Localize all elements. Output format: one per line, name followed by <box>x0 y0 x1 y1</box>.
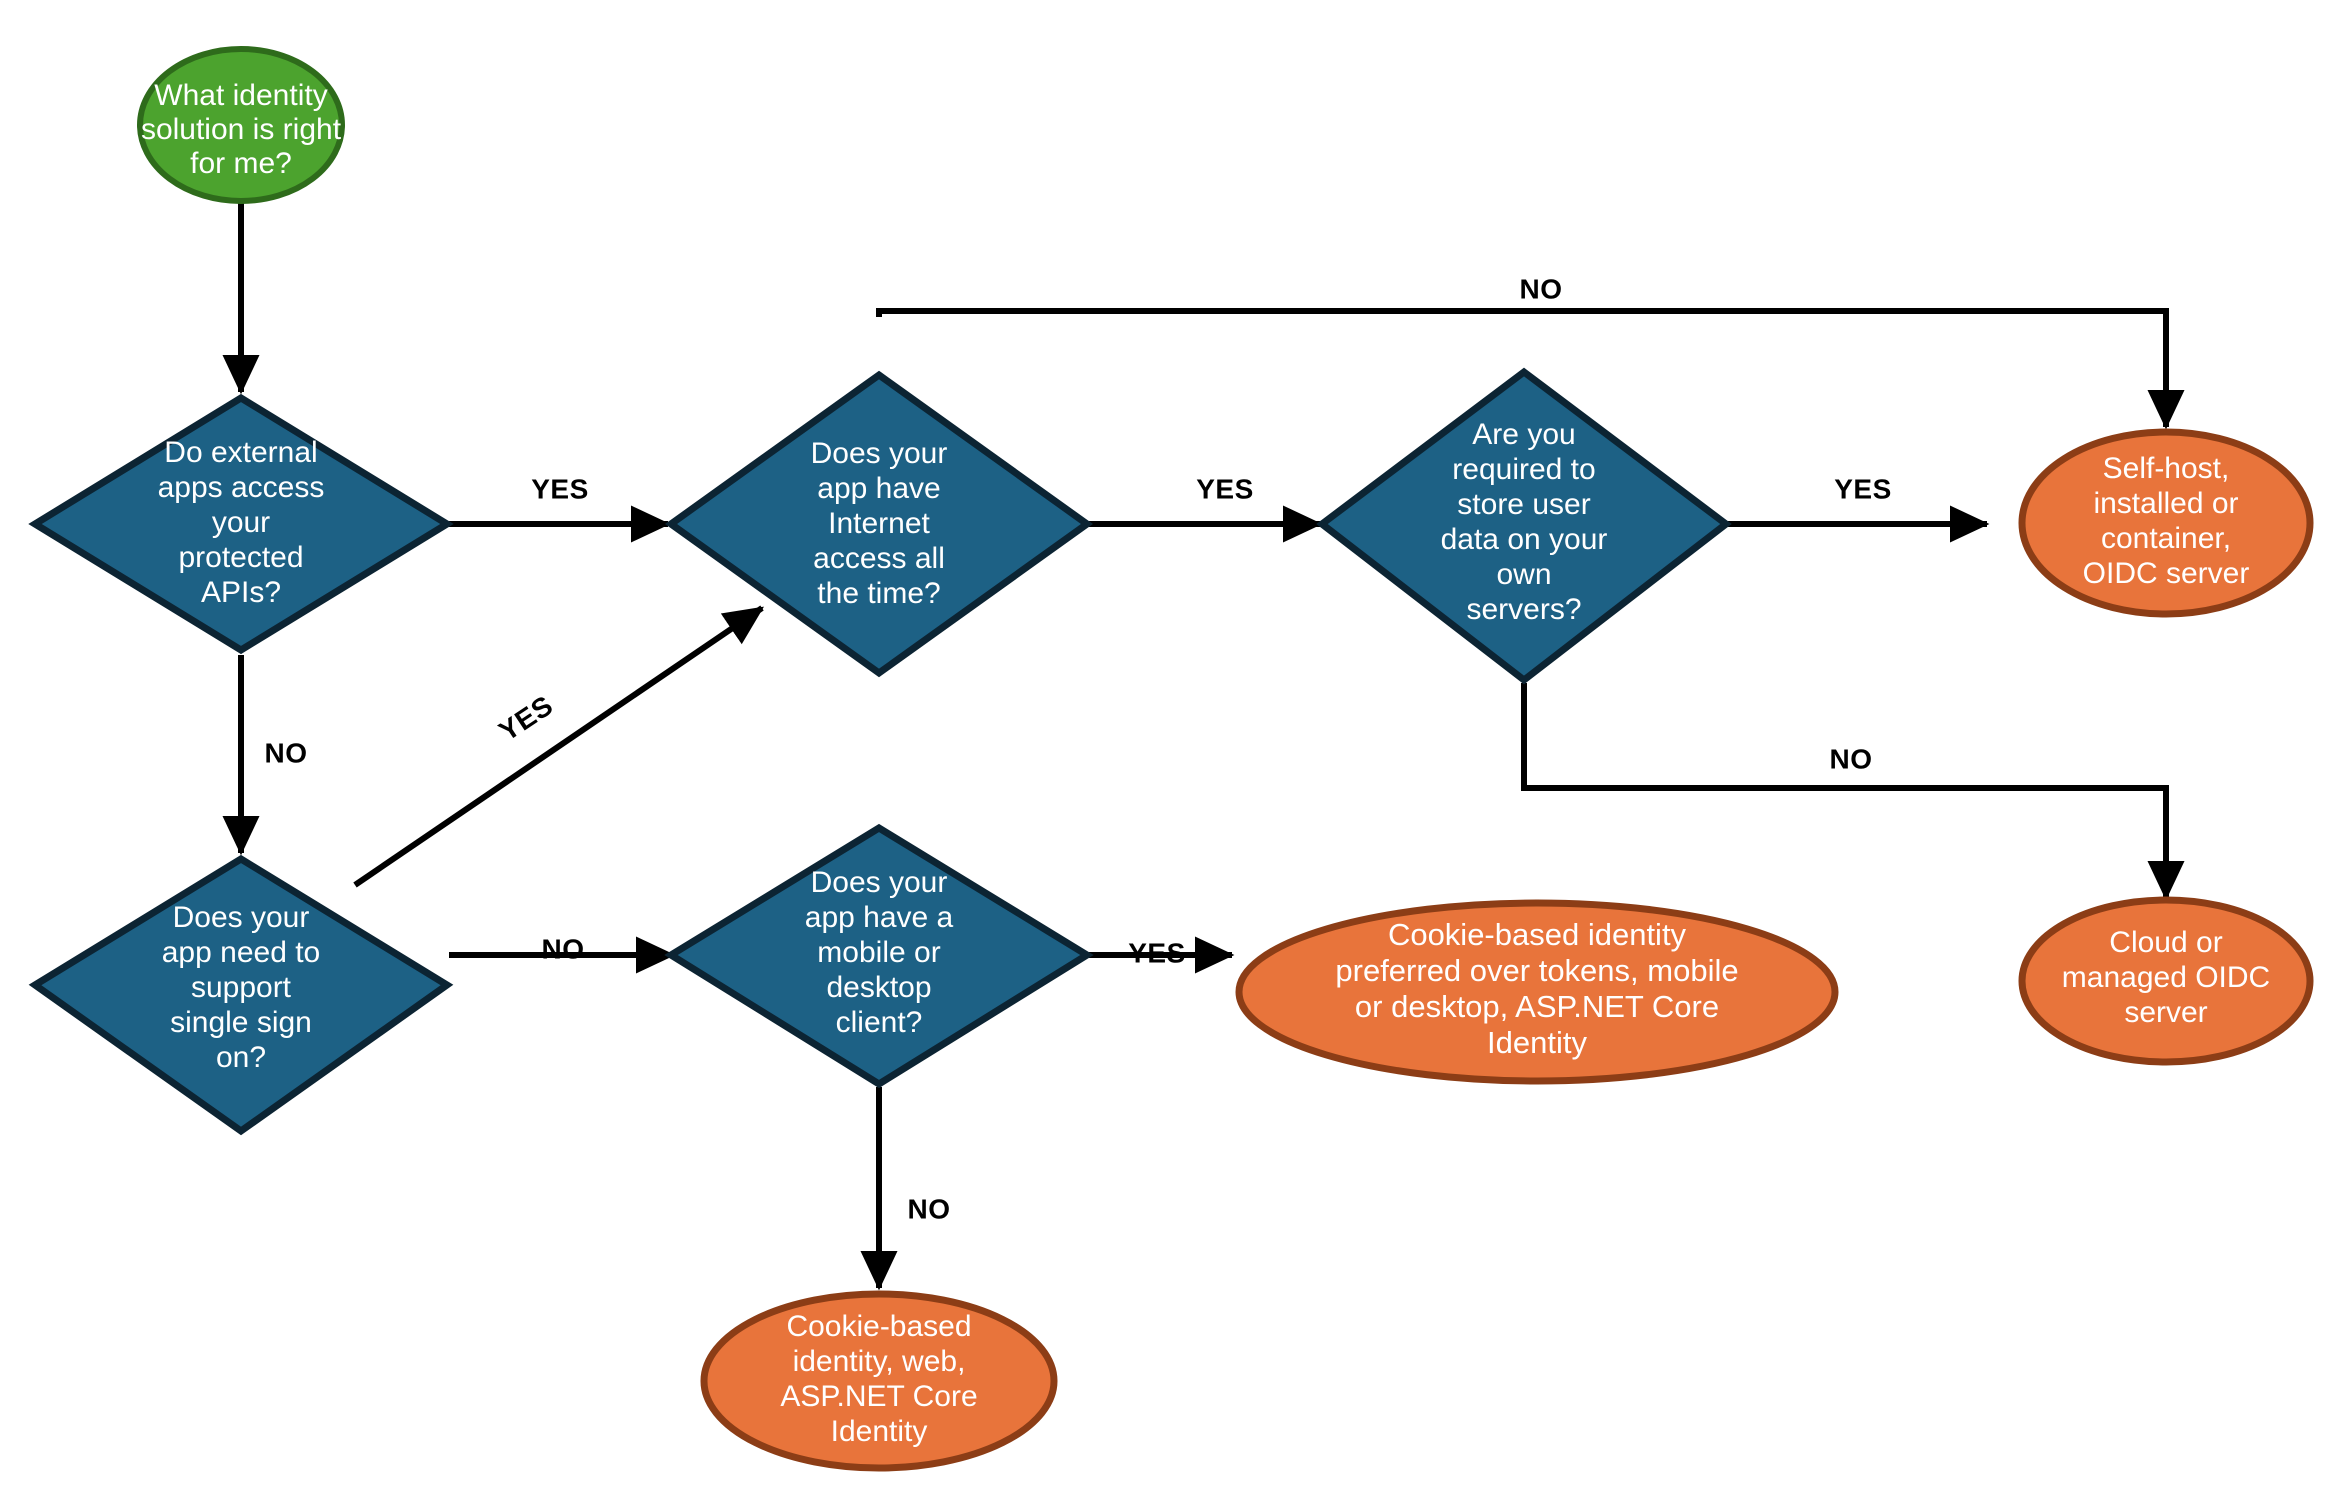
edge-store-user-data-no <box>1521 683 2185 901</box>
node-single-sign-on-line-3: single sign <box>170 1006 312 1039</box>
internet-access-diamond-shape <box>664 370 1094 678</box>
node-internet-access-line-2: Internet <box>828 507 930 540</box>
node-single-sign-on-line-2: support <box>191 971 292 1004</box>
node-internet-access-line-4: the time? <box>817 577 940 610</box>
node-mobile-desktop-client-line-4: client? <box>836 1006 923 1039</box>
edge-label-external-apis-yes: YES <box>531 473 589 504</box>
edge-labels: YES NO YES NO YES NO YES NO YES NO <box>265 273 1892 1224</box>
node-start[interactable]: What identity solution is right for me? <box>137 46 345 204</box>
connectors <box>222 197 2185 1291</box>
node-start-line-1: solution is right <box>141 113 342 146</box>
node-external-apis-line-1: apps access <box>158 471 325 504</box>
edge-single-sign-on-yes <box>353 605 764 888</box>
edge-label-external-apis-no: NO <box>265 737 308 768</box>
node-start-line-0: What identity <box>154 79 327 112</box>
node-cloud-managed-oidc-line-1: managed OIDC <box>2062 961 2270 994</box>
node-single-sign-on[interactable]: Does your app need to support single sig… <box>28 854 454 1136</box>
node-single-sign-on-line-4: on? <box>216 1041 266 1074</box>
self-host-oidc-ellipse-shape <box>2018 428 2314 618</box>
node-cookie-identity-mobile-line-2: or desktop, ASP.NET Core <box>1355 989 1719 1024</box>
node-cookie-identity-web-line-0: Cookie-based <box>786 1310 971 1343</box>
node-store-user-data-line-4: own <box>1496 558 1551 591</box>
cookie-identity-mobile-ellipse-shape <box>1235 899 1839 1085</box>
node-self-host-oidc-line-0: Self-host, <box>2103 452 2230 485</box>
node-store-user-data-line-2: store user <box>1457 488 1590 521</box>
node-mobile-desktop-client[interactable]: Does your app have a mobile or desktop c… <box>664 823 1094 1089</box>
node-external-apis[interactable]: Do external apps access your protected A… <box>28 393 454 655</box>
edge-label-mobile-desktop-no: NO <box>908 1193 951 1224</box>
single-sign-on-diamond-shape <box>28 854 454 1136</box>
node-store-user-data-line-0: Are you <box>1472 418 1575 451</box>
edge-label-mobile-desktop-yes: YES <box>1128 937 1186 968</box>
edge-label-single-sign-on-yes: YES <box>493 689 558 747</box>
node-external-apis-line-3: protected <box>178 541 303 574</box>
node-cookie-identity-mobile-line-0: Cookie-based identity <box>1388 917 1687 952</box>
mobile-desktop-client-diamond-shape <box>664 823 1094 1089</box>
node-internet-access-line-1: app have <box>817 472 940 505</box>
node-store-user-data-line-3: data on your <box>1441 523 1608 556</box>
edge-label-internet-access-no: NO <box>1520 273 1563 304</box>
node-cookie-identity-web[interactable]: Cookie-based identity, web, ASP.NET Core… <box>700 1290 1058 1472</box>
node-external-apis-line-4: APIs? <box>201 576 281 609</box>
node-store-user-data[interactable]: Are you required to store user data on y… <box>1316 367 1732 685</box>
node-internet-access[interactable]: Does your app have Internet access all t… <box>664 370 1094 678</box>
node-cloud-managed-oidc-line-0: Cloud or <box>2109 926 2222 959</box>
node-cookie-identity-mobile-line-1: preferred over tokens, mobile <box>1335 953 1738 988</box>
node-self-host-oidc[interactable]: Self-host, installed or container, OIDC … <box>2018 428 2314 618</box>
edge-label-single-sign-on-no: NO <box>542 933 585 964</box>
node-internet-access-line-0: Does your <box>811 437 948 470</box>
cloud-managed-oidc-ellipse-shape <box>2018 896 2314 1066</box>
cookie-identity-web-ellipse-shape <box>700 1290 1058 1472</box>
edge-label-store-user-data-no: NO <box>1830 743 1873 774</box>
external-apis-diamond-shape <box>28 393 454 655</box>
node-start-line-2: for me? <box>190 147 292 180</box>
node-store-user-data-line-5: servers? <box>1466 593 1581 626</box>
node-internet-access-line-3: access all <box>813 542 945 575</box>
node-cookie-identity-web-line-1: identity, web, <box>793 1345 966 1378</box>
node-cookie-identity-mobile-line-3: Identity <box>1487 1025 1587 1060</box>
node-self-host-oidc-line-1: installed or <box>2093 487 2238 520</box>
node-cookie-identity-web-line-3: Identity <box>831 1415 928 1448</box>
node-mobile-desktop-client-line-1: app have a <box>805 901 954 934</box>
node-cookie-identity-web-line-2: ASP.NET Core <box>780 1380 977 1413</box>
edge-label-store-user-data-yes: YES <box>1834 473 1892 504</box>
store-user-data-diamond-shape <box>1316 367 1732 685</box>
node-single-sign-on-line-1: app need to <box>162 936 320 969</box>
node-store-user-data-line-1: required to <box>1452 453 1595 486</box>
node-external-apis-line-2: your <box>212 506 270 539</box>
node-cookie-identity-mobile[interactable]: Cookie-based identity preferred over tok… <box>1235 899 1839 1085</box>
node-cloud-managed-oidc-line-2: server <box>2124 996 2207 1029</box>
node-self-host-oidc-line-3: OIDC server <box>2083 557 2250 590</box>
node-cloud-managed-oidc[interactable]: Cloud or managed OIDC server <box>2018 896 2314 1066</box>
node-mobile-desktop-client-line-2: mobile or <box>817 936 940 969</box>
node-single-sign-on-line-0: Does your <box>173 901 310 934</box>
edge-internet-access-no <box>876 308 2185 430</box>
node-mobile-desktop-client-line-3: desktop <box>826 971 931 1004</box>
node-self-host-oidc-line-2: container, <box>2101 522 2231 555</box>
node-mobile-desktop-client-line-0: Does your <box>811 866 948 899</box>
start-ellipse-shape <box>137 46 345 204</box>
node-external-apis-line-0: Do external <box>164 436 317 469</box>
edge-label-internet-access-yes: YES <box>1196 473 1254 504</box>
